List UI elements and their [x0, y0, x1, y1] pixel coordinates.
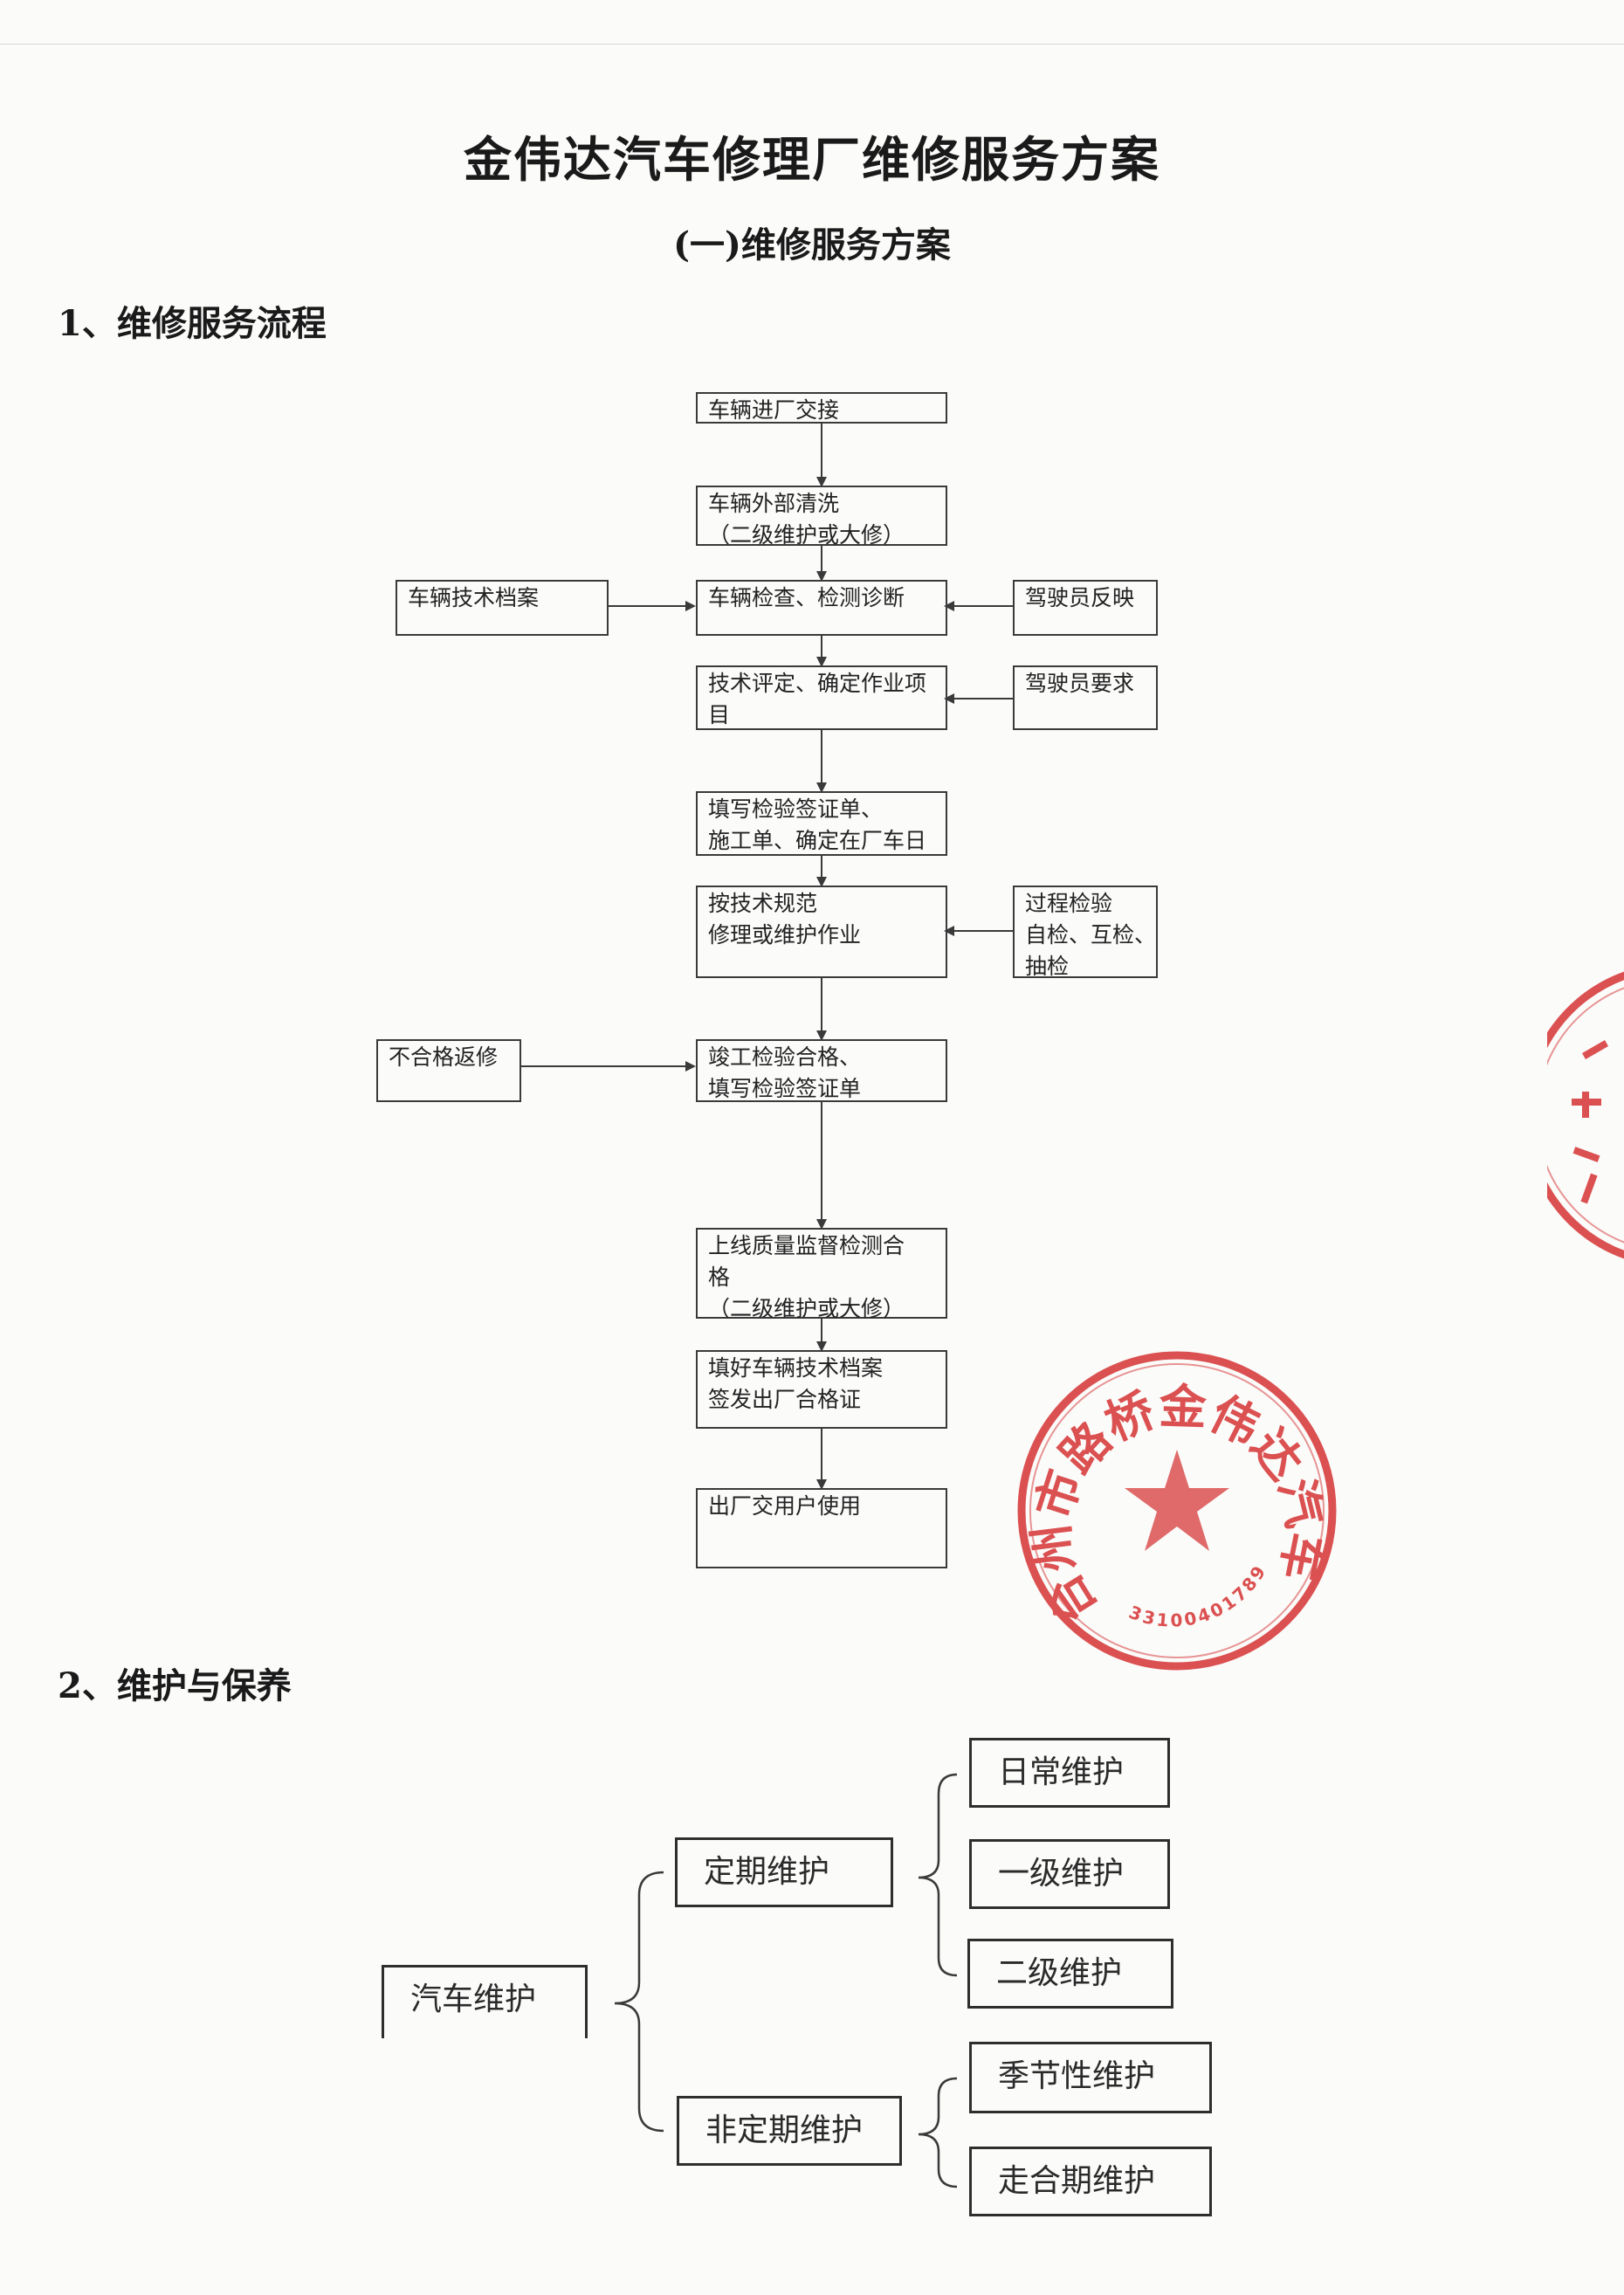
flow-step-4: 技术评定、确定作业项目: [696, 665, 947, 730]
box-text-line: 签发出厂合格证: [708, 1387, 862, 1412]
flow-step-1: 车辆进厂交接: [696, 392, 947, 424]
tree-brace-nonperiodic: [918, 2077, 958, 2188]
flow-step-7: 竣工检验合格、填写检验签证单: [696, 1039, 947, 1102]
flow-side-rework: 不合格返修: [376, 1039, 521, 1102]
tree-nonperiodic-box: 非定期维护: [677, 2096, 902, 2166]
flow-step-6: 按技术规范修理或维护作业: [696, 886, 947, 978]
section-heading-1: 1、维修服务流程: [58, 303, 327, 344]
tree-leaf-seasonal: 季节性维护: [969, 2042, 1212, 2113]
flow-step-10: 出厂交用户使用: [696, 1488, 947, 1568]
box-text-line: 修理或维护作业: [708, 922, 862, 948]
box-text-line: 施工单、确定在厂车日: [708, 828, 927, 853]
flow-step-9: 填好车辆技术档案签发出厂合格证: [696, 1350, 947, 1429]
box-text-line: 填写检验签证单: [708, 1076, 862, 1101]
tree-leaf-level2: 二级维护: [967, 1939, 1173, 2009]
tree-root-box: 汽车维护: [382, 1965, 588, 2038]
box-text-line: （二级维护或大修）: [708, 522, 905, 548]
box-text-line: 车辆检查、检测诊断: [708, 585, 905, 610]
box-text-line: 出厂交用户使用: [708, 1493, 862, 1519]
section-heading-2: 2、维护与保养: [58, 1665, 292, 1706]
box-text-line: 驾驶员要求: [1025, 671, 1135, 696]
box-text-line: 车辆外部清洗: [708, 491, 840, 516]
box-text-line: 格: [708, 1265, 731, 1290]
flow-side-driver-report: 驾驶员反映: [1013, 580, 1158, 636]
flow-step-5: 填写检验签证单、施工单、确定在厂车日: [696, 791, 947, 856]
box-text-line: 上线质量监督检测合: [708, 1233, 905, 1258]
tree-leaf-runin: 走合期维护: [969, 2147, 1212, 2216]
tree-leaf-daily: 日常维护: [969, 1738, 1170, 1808]
box-text-line: 填写检验签证单、: [708, 796, 884, 822]
box-text-line: 竣工检验合格、: [708, 1044, 862, 1070]
flow-step-3: 车辆检查、检测诊断: [696, 580, 947, 636]
box-text-line: 技术评定、确定作业项: [708, 671, 927, 696]
box-text-line: 不合格返修: [389, 1044, 499, 1070]
box-text-line: 填好车辆技术档案: [708, 1355, 884, 1381]
box-text-line: 目: [708, 702, 731, 727]
box-text-line: 过程检验: [1025, 891, 1113, 916]
page-top-rule: [0, 44, 1624, 45]
flow-step-8: 上线质量监督检测合格 （二级维护或大修）: [696, 1228, 947, 1321]
partial-seal-edge-icon: [1547, 971, 1624, 1259]
box-text-line: 车辆技术档案: [408, 585, 540, 610]
tree-leaf-level1: 一级维护: [969, 1839, 1170, 1909]
seal-star-icon: [1125, 1450, 1229, 1551]
document-subtitle: (一)维修服务方案: [673, 224, 951, 265]
flow-step-2: 车辆外部清洗 （二级维护或大修）: [696, 486, 947, 548]
tree-brace-root: [614, 1871, 664, 2133]
flow-side-driver-request: 驾驶员要求: [1013, 665, 1158, 730]
box-text-line: 自检、互检、: [1025, 922, 1157, 948]
box-text-line: 按技术规范: [708, 891, 818, 916]
flow-side-process-inspection: 过程检验自检、互检、抽检: [1013, 886, 1158, 979]
box-text-line: 车辆进厂交接: [708, 397, 840, 423]
box-text-line: （二级维护或大修）: [708, 1296, 905, 1321]
box-text-line: 驾驶员反映: [1025, 585, 1135, 610]
flow-side-tech-archive: 车辆技术档案: [396, 580, 609, 636]
company-seal: 台州市路桥金伟达汽车修理厂 3310040178947: [1004, 1336, 1337, 1671]
document-title: 金伟达汽车修理厂维修服务方案: [463, 131, 1160, 188]
tree-periodic-box: 定期维护: [675, 1837, 893, 1907]
tree-brace-periodic: [918, 1773, 958, 1977]
box-text-line: 抽检: [1025, 954, 1070, 979]
